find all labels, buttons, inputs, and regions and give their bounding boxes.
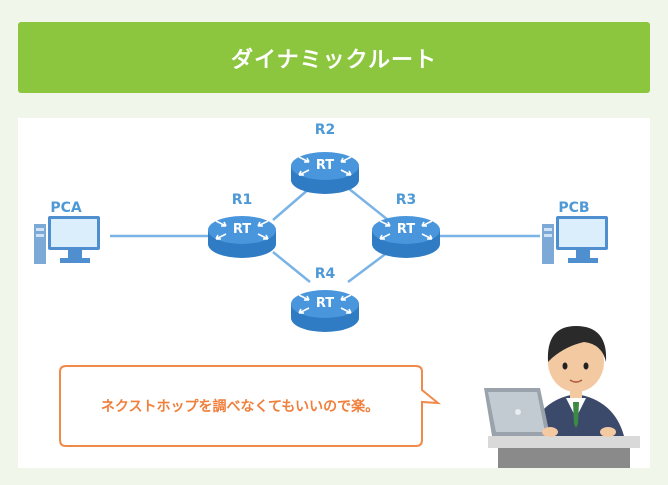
router-r1: RT — [207, 215, 277, 259]
network-links — [110, 187, 540, 283]
router-r1-text: RT — [233, 222, 251, 237]
router-r3-text: RT — [397, 222, 415, 237]
link-r2-r3 — [347, 187, 389, 221]
router-r1-label: R1 — [232, 192, 253, 208]
link-r4-r3 — [347, 251, 389, 283]
page-title: ダイナミックルート — [231, 47, 437, 73]
router-r4-text: RT — [316, 296, 334, 311]
pc-a-label: PCA — [50, 200, 82, 216]
pc-a-icon — [34, 216, 100, 264]
person-icon — [484, 326, 640, 468]
speech-bubble: ネクストホップを調べなくてもいいので楽。 — [59, 365, 442, 447]
link-r1-r4 — [272, 251, 311, 283]
network-diagram: RT RT RT RT R2 R1 R3 R4 PCA PCB ネクストホップを… — [34, 122, 640, 468]
router-r4: RT — [290, 289, 360, 333]
router-r3-label: R3 — [396, 192, 417, 208]
pc-b-label: PCB — [558, 200, 589, 216]
speech-text: ネクストホップを調べなくてもいいので楽。 — [101, 398, 379, 415]
router-r4-label: R4 — [315, 266, 336, 282]
link-r1-r2 — [272, 187, 311, 221]
router-r2-text: RT — [316, 158, 334, 173]
router-r3: RT — [371, 215, 441, 259]
router-r2-label: R2 — [315, 122, 336, 138]
diagram-panel: RT RT RT RT R2 R1 R3 R4 PCA PCB ネクストホップを… — [18, 118, 650, 468]
router-r2: RT — [290, 151, 360, 195]
pc-b-icon — [542, 216, 608, 264]
title-banner: ダイナミックルート — [18, 22, 650, 93]
